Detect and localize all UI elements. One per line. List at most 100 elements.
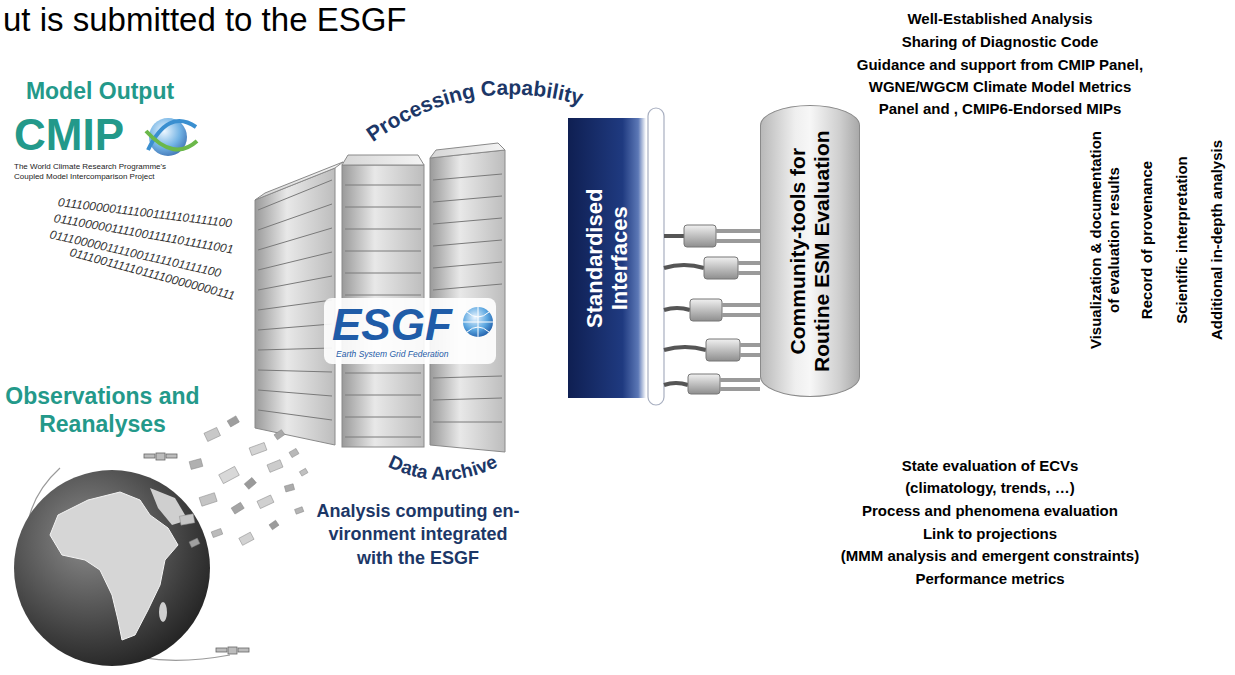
- label-box: Link to projections (MMM analysis and em…: [810, 523, 1170, 567]
- satellites: [216, 648, 227, 652]
- satellites: [228, 647, 237, 654]
- plug-connectors: [716, 239, 760, 243]
- server-racks: [255, 168, 335, 445]
- plug-connectors: [664, 308, 690, 310]
- esgf-logo-ground: [463, 307, 493, 337]
- plug-connectors: [738, 261, 760, 265]
- server-racks: [255, 143, 505, 452]
- input-note: Guidance and support from CMIP Panel, WG…: [830, 54, 1170, 120]
- label-box: Earth System Grid Federation: [336, 350, 486, 359]
- node-text: Community-tools for Routine ESM Evaluati…: [786, 117, 834, 385]
- label-box: Model Output: [0, 78, 200, 106]
- output-note: Visualization & documentation of evaluat…: [1087, 105, 1123, 375]
- earth-globe: [50, 492, 178, 640]
- cmip-logo-swirl: [146, 118, 197, 156]
- plug-connectors: [722, 313, 760, 317]
- plug-connectors: [688, 374, 720, 394]
- curved-label: Processing Capability: [362, 76, 586, 146]
- satellites: [166, 454, 177, 458]
- earth-globe: [14, 468, 230, 666]
- data-fragments: [179, 514, 194, 525]
- data-fragments: [244, 477, 256, 489]
- plug-connectors: [664, 383, 688, 385]
- plug-connectors: [738, 271, 760, 275]
- data-fragments: [179, 416, 308, 548]
- plug-connectors: [720, 387, 760, 391]
- label-box: Well-Established Analysis: [830, 8, 1170, 30]
- satellites: [144, 453, 249, 654]
- interface-band: Standardised Interfaces: [568, 118, 646, 398]
- data-fragments: [227, 416, 239, 427]
- tools-cylinder: Community-tools for Routine ESM Evaluati…: [760, 105, 860, 397]
- curved-label: Processing Capability: [362, 76, 586, 146]
- label-box: Additional in-depth analysis: [1206, 105, 1228, 375]
- plug-connectors: [706, 339, 740, 361]
- satellites: [238, 648, 249, 652]
- plug-connectors: [722, 303, 760, 307]
- output-note: Additional in-depth analysis: [1208, 105, 1226, 375]
- plug-connectors: [664, 265, 704, 268]
- label-box: State evaluation of ECVs (climatology, t…: [810, 455, 1170, 499]
- node-text: Standardised Interfaces: [582, 130, 633, 386]
- logo-wordmark: ESGF: [332, 303, 462, 347]
- plug-connectors: [664, 225, 760, 394]
- label-box: Analysis computing en- vironment integra…: [300, 500, 536, 570]
- earth-globe: [159, 602, 167, 622]
- plug-connectors: [740, 343, 760, 347]
- data-fragments: [204, 427, 220, 441]
- logo-subtitle: The World Climate Research Programme's C…: [14, 162, 214, 182]
- data-fragments: [269, 520, 279, 530]
- input-note: Well-Established Analysis: [830, 8, 1170, 30]
- label-box: Sharing of Diagnostic Code: [830, 31, 1170, 53]
- label-box: Record of provenance: [1136, 105, 1158, 375]
- label-box: 0111000001111001111101111100: [58, 196, 233, 208]
- plug-connectors: [716, 229, 760, 233]
- label-box: Guidance and support from CMIP Panel, WG…: [830, 54, 1170, 120]
- cmip-logo-swirl: [146, 131, 197, 149]
- section-heading: Observations and Reanalyses: [0, 383, 205, 438]
- plug-connectors: [664, 347, 706, 350]
- plug-rail: [648, 108, 664, 405]
- logo-subtitle: Earth System Grid Federation: [336, 350, 486, 359]
- label-box: CMIP: [14, 113, 144, 157]
- label-box: Scientific interpretation: [1171, 105, 1193, 375]
- data-fragments: [284, 484, 294, 492]
- data-fragments: [231, 502, 244, 514]
- data-fragments: [189, 538, 200, 547]
- data-fragments: [211, 528, 222, 537]
- output-note: Scientific interpretation: [1173, 105, 1191, 375]
- data-fragments: [299, 468, 308, 476]
- data-fragments: [267, 460, 283, 473]
- label-box: Performance metrics: [810, 568, 1170, 590]
- plug-connectors: [684, 225, 716, 247]
- esgf-logo-ground: [324, 298, 496, 364]
- evaluation-note: Process and phenomena evaluation: [810, 500, 1170, 522]
- section-heading: Model Output: [0, 78, 200, 106]
- evaluation-note: State evaluation of ECVs (climatology, t…: [810, 455, 1170, 499]
- logo-wordmark: CMIP: [14, 113, 144, 157]
- label-box: ESGF: [332, 303, 462, 347]
- curved-label: Data Archive: [386, 451, 501, 484]
- label-box: The World Climate Research Programme's C…: [14, 162, 214, 182]
- plug-connectors: [704, 257, 738, 279]
- data-fragments: [249, 443, 267, 456]
- data-fragments: [219, 466, 240, 483]
- esgf-logo-ground: [463, 307, 493, 337]
- input-note: Sharing of Diagnostic Code: [830, 31, 1170, 53]
- data-fragments: [189, 459, 203, 470]
- server-racks: [258, 180, 332, 420]
- satellites: [156, 453, 165, 460]
- data-fragments: [257, 495, 274, 509]
- plug-connectors: [690, 299, 722, 321]
- label-box: Visualization & documentation of evaluat…: [1083, 105, 1127, 375]
- data-fragments: [274, 430, 285, 440]
- plug-connectors: [720, 378, 760, 382]
- server-racks: [430, 143, 505, 158]
- caption-note: Analysis computing en- vironment integra…: [300, 500, 536, 570]
- data-fragments: [289, 448, 299, 457]
- evaluation-note: Performance metrics: [810, 568, 1170, 590]
- satellites: [144, 454, 155, 458]
- title-box: ut is submitted to the ESGF: [3, 0, 407, 40]
- earth-globe: [14, 470, 210, 666]
